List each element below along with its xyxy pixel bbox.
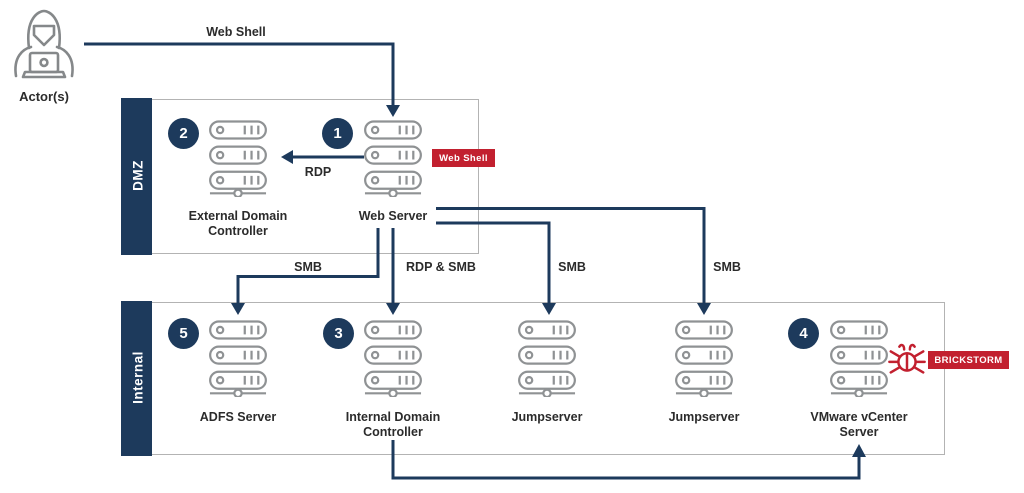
bug-icon — [888, 343, 926, 374]
step-badge-2: 2 — [168, 118, 199, 149]
edge-label-web-shell: Web Shell — [206, 25, 266, 39]
label-jumpserver-2: Jumpserver — [668, 410, 740, 424]
step-badge-1: 1 — [322, 118, 353, 149]
label-vcenter: VMware vCenter Server — [810, 410, 908, 439]
edge-label-rdp: RDP — [304, 165, 332, 179]
edge-label-smb-adfs: SMB — [294, 260, 322, 274]
server-icon-external-dc — [209, 120, 267, 197]
internal-zone-label: Internal — [130, 351, 146, 404]
edge-label-rdp-smb: RDP & SMB — [406, 260, 476, 274]
edge-label-smb-jump1: SMB — [558, 260, 586, 274]
server-icon-vcenter — [830, 320, 888, 397]
dmz-zone-label: DMZ — [130, 160, 146, 191]
edge-label-smb-jump2: SMB — [713, 260, 741, 274]
step-badge-5: 5 — [168, 318, 199, 349]
brickstorm-tag: BRICKSTORM — [928, 351, 1009, 369]
step-badge-3: 3 — [323, 318, 354, 349]
label-internal-dc: Internal Domain Controller — [345, 410, 441, 439]
label-jumpserver-1: Jumpserver — [511, 410, 583, 424]
label-external-dc: External Domain Controller — [188, 209, 288, 238]
label-adfs-server: ADFS Server — [199, 410, 277, 424]
actor-label: Actor(s) — [19, 89, 69, 104]
dmz-zone-band — [121, 98, 153, 255]
server-icon-jumpserver-1 — [518, 320, 576, 397]
server-icon-jumpserver-2 — [675, 320, 733, 397]
actor-icon — [14, 9, 74, 79]
step-badge-4: 4 — [788, 318, 819, 349]
internal-zone-band — [121, 301, 153, 456]
web-shell-tag: Web Shell — [432, 149, 495, 167]
server-icon-web-server — [364, 120, 422, 197]
server-icon-adfs — [209, 320, 267, 397]
server-icon-internal-dc — [364, 320, 422, 397]
label-web-server: Web Server — [358, 209, 428, 223]
edge-actor-to-webserver — [84, 42, 395, 106]
